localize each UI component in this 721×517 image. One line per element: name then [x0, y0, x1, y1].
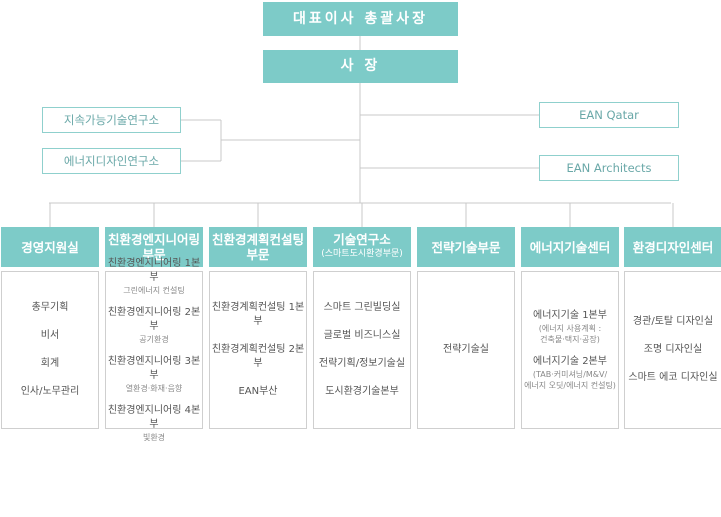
- dept-title-line2: 부문: [246, 247, 270, 262]
- dept-item-note: 그린에너지 컨설팅: [123, 286, 185, 295]
- dept-body: 에너지기술 1본부 (에너지 사용계획 : 건축물·택지·공장) 에너지기술 2본부 (…: [521, 271, 619, 429]
- dept-item: 전략기획/정보기술실: [318, 358, 406, 369]
- dept-item-note-2: 건축물·택지·공장): [540, 335, 600, 344]
- dept-header: 환경디자인센터: [624, 227, 721, 267]
- affiliate-ean-architects: EAN Architects: [539, 155, 679, 181]
- dept-title: 친환경계획컨설팅: [211, 232, 304, 247]
- dept-item: 에너지기술 1본부: [533, 310, 607, 321]
- dept-item: 친환경계획컨설팅 2본부: [211, 344, 305, 369]
- dept-header: 전략기술부문: [417, 227, 515, 267]
- dept-title: 친환경엔지니어링: [107, 232, 200, 247]
- dept-item-group: 에너지기술 2본부 (TAB·커미셔닝/M&V/에너지 오딧/에너지 컨설팅): [524, 355, 616, 391]
- dept-header: 경영지원실: [1, 227, 99, 267]
- dept-item: 총무기획: [31, 302, 69, 313]
- dept-title-line2: 부문: [142, 247, 166, 262]
- dept-item: 전략기술실: [443, 344, 489, 355]
- dept-item: EAN부산: [238, 386, 278, 397]
- dept-item-note: (에너지 사용계획 :: [538, 324, 602, 333]
- president-label: 사 장: [340, 58, 381, 74]
- dept-item: 글로벌 비즈니스실: [323, 330, 401, 341]
- institute-sustainable-tech: 지속가능기술연구소: [42, 107, 181, 133]
- dept-title: 환경디자인센터: [632, 239, 714, 255]
- dept-title: 에너지기술센터: [529, 239, 611, 255]
- dept-header: 기술연구소 (스마트도시환경부문): [313, 227, 411, 267]
- dept-subtitle: (스마트도시환경부문): [321, 249, 403, 259]
- dept-item-note: 빛환경: [142, 433, 166, 442]
- dept-item: 스마트 그린빌딩실: [323, 302, 401, 313]
- president-box: 사 장: [263, 50, 458, 83]
- dept-item-note: 열환경·화재·음향: [125, 384, 183, 393]
- dept-body: 전략기술실: [417, 271, 515, 429]
- dept-item: 조명 디자인실: [643, 344, 703, 355]
- dept-item: 인사/노무관리: [20, 386, 80, 397]
- institute-energy-design: 에너지디자인연구소: [42, 148, 181, 174]
- dept-title: 경영지원실: [21, 239, 79, 255]
- dept-item: 친환경엔지니어링 2본부: [107, 307, 201, 332]
- dept-item: 에너지기술 2본부: [533, 356, 607, 367]
- dept-item-note-2: 에너지 오딧/에너지 컨설팅): [524, 381, 616, 390]
- dept-item-note: 공기환경: [139, 335, 169, 344]
- dept-item: 경관/토탈 디자인실: [632, 316, 714, 327]
- dept-title: 전략기술부문: [431, 239, 501, 255]
- dept-item: 친환경계획컨설팅 1본부: [211, 302, 305, 327]
- ceo-box: 대표이사 총괄사장: [263, 2, 458, 36]
- dept-item-group: 에너지기술 1본부 (에너지 사용계획 : 건축물·택지·공장): [533, 309, 607, 345]
- dept-item: 회계: [40, 358, 60, 369]
- dept-title: 기술연구소: [333, 232, 391, 247]
- dept-item: 비서: [40, 330, 60, 341]
- dept-item: 도시환경기술본부: [325, 386, 399, 397]
- dept-item-note: (TAB·커미셔닝/M&V/: [532, 370, 608, 379]
- dept-item: 친환경엔지니어링 1본부: [107, 258, 201, 283]
- dept-item: 친환경엔지니어링 3본부: [107, 356, 201, 381]
- ceo-label: 대표이사 총괄사장: [293, 11, 428, 27]
- dept-header: 에너지기술센터: [521, 227, 619, 267]
- dept-item: 스마트 에코 디자인실: [628, 372, 718, 383]
- affiliate-ean-qatar: EAN Qatar: [539, 102, 679, 128]
- dept-item: 친환경엔지니어링 4본부: [107, 405, 201, 430]
